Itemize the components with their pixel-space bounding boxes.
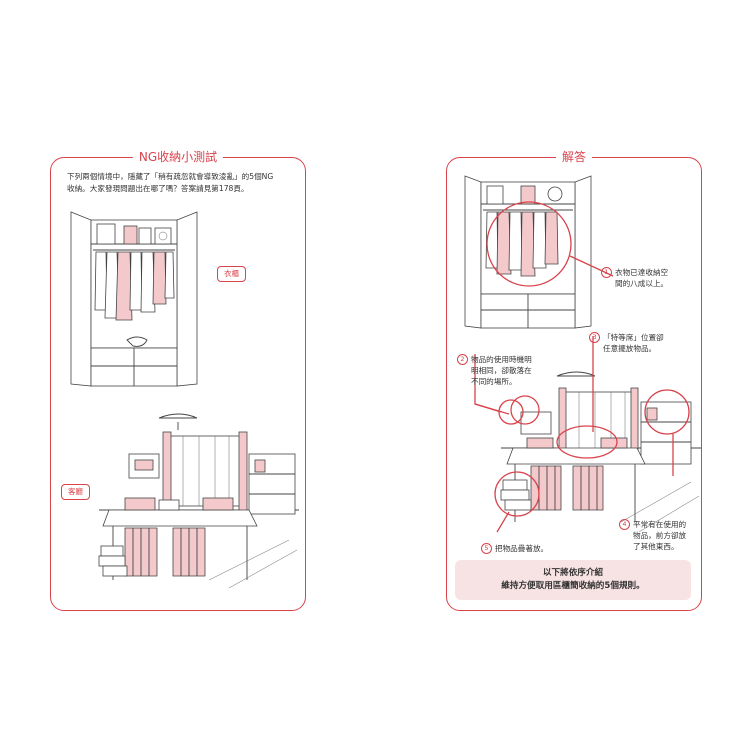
annotation-3-number: 3 bbox=[589, 332, 600, 343]
annotation-2-line-3: 不同的場所。 bbox=[471, 377, 517, 386]
annotation-3-line-1: 「特等席」位置卻 bbox=[603, 333, 664, 342]
annotation-4: 4 平常有在使用的 物品，前方卻放 了其他東西。 bbox=[619, 519, 686, 552]
living-room-illustration bbox=[98, 413, 299, 589]
answer-closet-illustration bbox=[464, 175, 614, 329]
footer-line-1: 以下將依序介紹 bbox=[542, 568, 604, 578]
annotation-4-line-1: 平常有在使用的 bbox=[633, 520, 687, 529]
annotation-3: 3 「特等席」位置卻 任意擺放物品。 bbox=[589, 332, 664, 354]
annotation-4-line-3: 了其他東西。 bbox=[633, 542, 679, 551]
annotation-5-number: 5 bbox=[481, 543, 492, 554]
annotation-5-line-1: 把物品疊著放。 bbox=[495, 544, 549, 553]
quiz-intro-line-2: 收納。大家發現問題出在哪了嗎？答案請見第178頁。 bbox=[67, 184, 249, 193]
annotation-2-number: 2 bbox=[457, 354, 468, 365]
tag-closet: 衣櫃 bbox=[217, 266, 246, 282]
annotation-4-line-2: 物品，前方卻放 bbox=[633, 531, 687, 540]
annotation-4-number: 4 bbox=[619, 519, 630, 530]
annotation-2-line-1: 物品的使用時機明 bbox=[471, 355, 532, 364]
annotation-1-line-1: 衣物已達收納空 bbox=[615, 268, 669, 277]
closet-illustration bbox=[70, 211, 198, 387]
quiz-card: NG收納小測試 下列兩個情境中，隱藏了「稍有疏忽就會導致淩亂」的5個NG 收納。… bbox=[50, 149, 306, 611]
footer-summary: 以下將依序介紹 維持方便取用區櫃簡收納的5個規則。 bbox=[455, 560, 691, 600]
annotation-3-line-2: 任意擺放物品。 bbox=[603, 344, 657, 353]
quiz-intro-line-1: 下列兩個情境中，隱藏了「稍有疏忽就會導致淩亂」的5個NG bbox=[67, 172, 274, 181]
answer-title: 解答 bbox=[555, 149, 593, 165]
annotation-2: 2 物品的使用時機明 明相同，卻散落在 不同的場所。 bbox=[457, 354, 532, 387]
quiz-title: NG收納小測試 bbox=[132, 149, 224, 165]
annotation-1-line-2: 間的八成以上。 bbox=[615, 279, 669, 288]
answer-living-room-illustration bbox=[474, 336, 701, 533]
annotation-1: 1 衣物已達收納空 間的八成以上。 bbox=[601, 267, 668, 289]
annotation-1-number: 1 bbox=[601, 267, 612, 278]
tag-living-room: 客廳 bbox=[61, 484, 90, 500]
footer-line-2: 維持方便取用區櫃簡收納的5個規則。 bbox=[501, 581, 645, 591]
annotation-5: 5 把物品疊著放。 bbox=[481, 543, 548, 554]
annotation-2-line-2: 明相同，卻散落在 bbox=[471, 366, 532, 375]
quiz-intro: 下列兩個情境中，隱藏了「稍有疏忽就會導致淩亂」的5個NG 收納。大家發現問題出在… bbox=[67, 171, 295, 195]
answer-card: 解答 bbox=[446, 149, 702, 611]
